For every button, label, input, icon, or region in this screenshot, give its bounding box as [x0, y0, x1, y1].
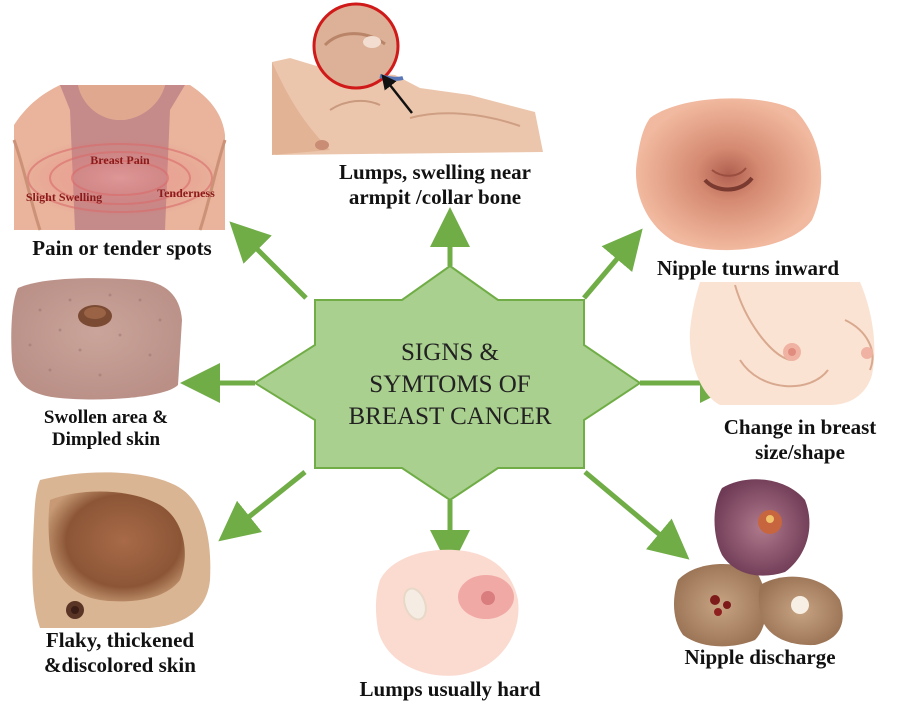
- label-lumps-hard: Lumps usually hard: [320, 677, 580, 702]
- overlay-slight-swelling: Slight Swelling: [18, 190, 110, 204]
- label-flaky-line-2: &discolored skin: [15, 653, 225, 678]
- label-size-shape-line-1: Change in breast: [700, 415, 900, 440]
- label-size-shape: Change in breast size/shape: [700, 415, 900, 465]
- center-title-line-1: SIGNS &: [330, 337, 570, 369]
- label-armpit-line-1: Lumps, swelling near: [305, 160, 565, 185]
- breast-shape-illustration: [690, 282, 875, 405]
- label-dimpled-line-2: Dimpled skin: [14, 429, 198, 451]
- armpit-illustration: [272, 4, 543, 155]
- center-title: SIGNS & SYMTOMS OF BREAST CANCER: [330, 337, 570, 433]
- label-armpit: Lumps, swelling near armpit /collar bone: [305, 160, 565, 210]
- center-title-line-2: SYMTOMS OF: [330, 369, 570, 401]
- discharge-illustration: [674, 479, 843, 646]
- overlay-tenderness: Tenderness: [148, 186, 224, 200]
- label-flaky-line-1: Flaky, thickened: [15, 628, 225, 653]
- label-dimpled: Swollen area & Dimpled skin: [14, 407, 198, 452]
- arrow-pain: [240, 232, 306, 298]
- nipple-inward-illustration: [636, 98, 821, 250]
- center-title-line-3: BREAST CANCER: [330, 401, 570, 433]
- dimpled-skin-illustration: [11, 278, 182, 399]
- lump-illustration: [376, 550, 519, 676]
- arrow-flaky: [230, 472, 305, 532]
- overlay-breast-pain: Breast Pain: [80, 153, 160, 167]
- label-dimpled-line-1: Swollen area &: [14, 407, 198, 429]
- label-size-shape-line-2: size/shape: [700, 440, 900, 465]
- flaky-skin-illustration: [32, 472, 210, 628]
- arrow-discharge: [585, 472, 678, 550]
- label-discharge: Nipple discharge: [650, 645, 870, 670]
- arrow-nipple-inward: [584, 240, 633, 298]
- label-pain: Pain or tender spots: [8, 236, 236, 261]
- label-flaky: Flaky, thickened &discolored skin: [15, 628, 225, 678]
- label-nipple-inward: Nipple turns inward: [628, 256, 868, 281]
- label-armpit-line-2: armpit /collar bone: [305, 185, 565, 210]
